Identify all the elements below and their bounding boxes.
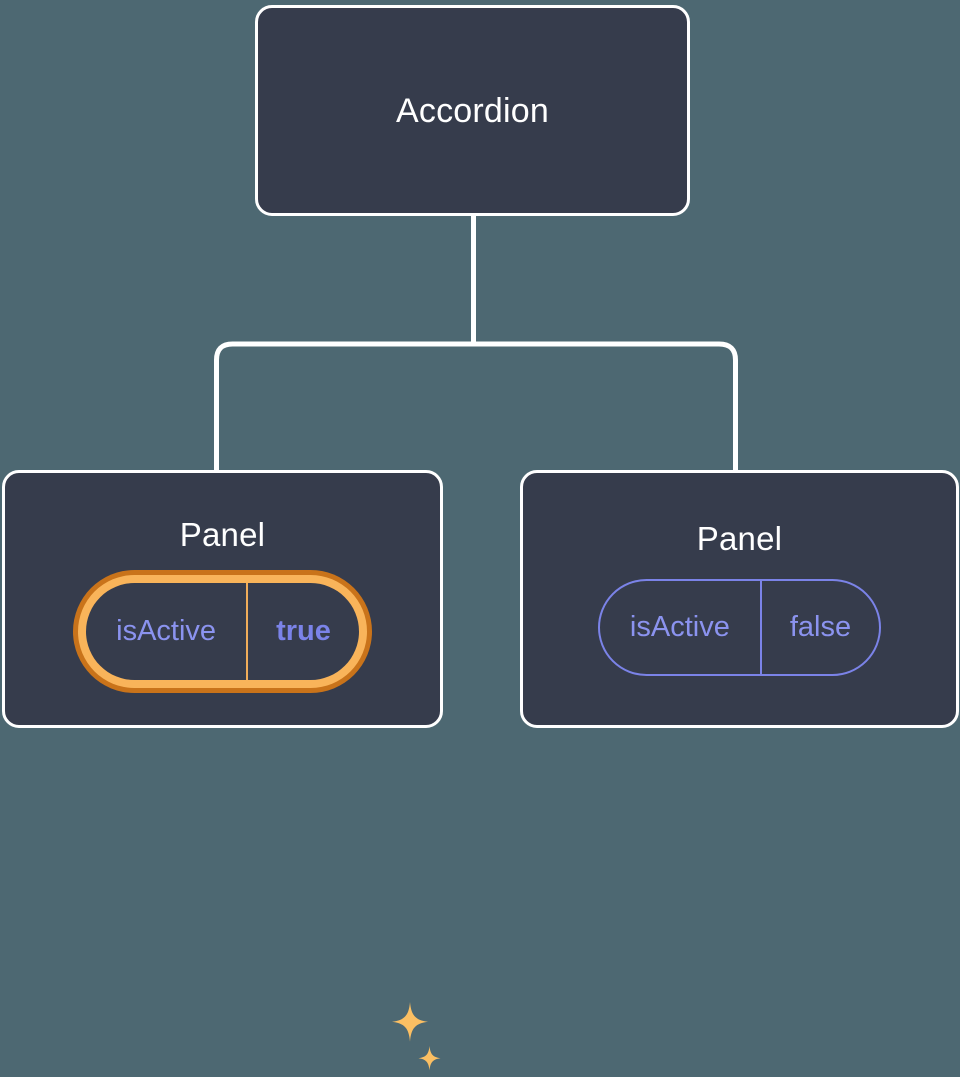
diagram-canvas: Accordion Panel isActive true xyxy=(2,5,959,1071)
panel-body-right: Panel isActive false xyxy=(523,473,956,725)
prop-value-true: true xyxy=(246,583,359,680)
node-label-accordion: Accordion xyxy=(396,91,549,130)
node-card-panel-active[interactable]: Panel isActive true xyxy=(2,470,443,1071)
branch-bar-and-drops xyxy=(214,341,738,470)
prop-pill-inactive[interactable]: isActive false xyxy=(597,579,882,676)
node-card-accordion[interactable]: Accordion xyxy=(255,5,690,216)
prop-key-isactive-left: isActive xyxy=(116,615,217,647)
node-label-panel-right: Panel xyxy=(696,520,783,557)
prop-value-false: false xyxy=(759,581,879,674)
prop-pill-highlight-ring-inner: isActive true xyxy=(78,575,367,688)
sparkle-small-icon xyxy=(418,1046,441,1071)
sparkles-group xyxy=(392,1002,441,1071)
panel-body-left: Panel isActive true xyxy=(5,473,440,725)
prop-pill-wrapper-right: isActive false xyxy=(597,579,882,676)
node-card-panel-inactive[interactable]: Panel isActive false xyxy=(520,470,959,728)
sparkle-large-icon xyxy=(392,1002,428,1042)
prop-pill-highlight-ring-outer: isActive true xyxy=(73,570,372,693)
node-label-panel-left: Panel xyxy=(179,516,266,553)
prop-pill-wrapper-left: isActive true xyxy=(73,570,372,693)
prop-key-isactive-right: isActive xyxy=(629,611,730,643)
prop-pill-active[interactable]: isActive true xyxy=(86,583,359,680)
